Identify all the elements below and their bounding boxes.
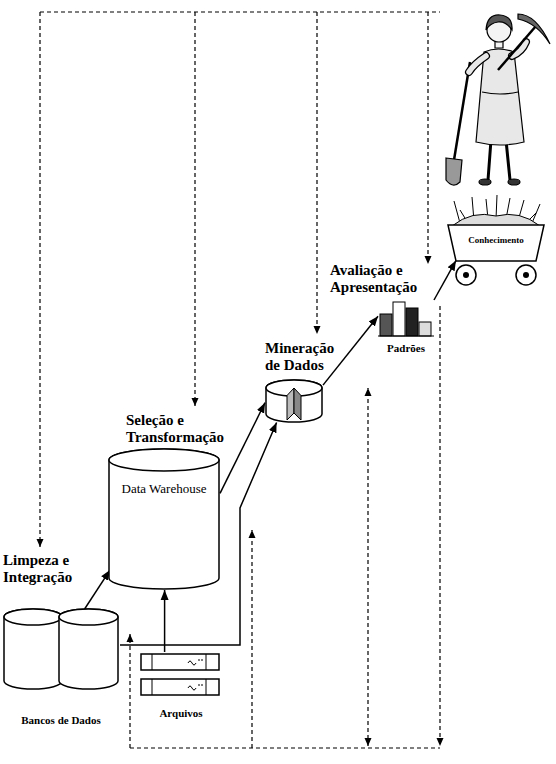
data-warehouse: Data Warehouse <box>108 448 220 590</box>
feedback-arrow <box>251 530 252 748</box>
mining-stage: Mineração de Dados <box>265 340 345 423</box>
feedback-arrow <box>367 388 368 746</box>
feedback-arrow <box>427 12 428 264</box>
shovel-blade <box>446 158 462 185</box>
feedback-arrow <box>316 12 317 334</box>
miner-legs <box>488 140 510 180</box>
database-group: Bancos de Dados <box>2 608 120 727</box>
pattern-bar <box>380 314 392 336</box>
cyl-shape <box>108 448 220 590</box>
mining-slice <box>287 388 294 420</box>
warehouse-cylinder <box>109 449 219 589</box>
node-label: Conhecimento <box>444 235 548 245</box>
file-group: Arquivos <box>140 652 222 720</box>
feedback-arrow <box>39 12 40 547</box>
feedback-arrow <box>129 634 130 748</box>
file-divider <box>152 679 206 695</box>
miner-shoe <box>508 179 520 185</box>
shovel-handle <box>454 62 470 160</box>
mining-slice <box>294 388 301 420</box>
flow-arrow <box>164 590 166 652</box>
knowledge-cart: Conhecimento <box>444 195 548 290</box>
miner-arm-outline <box>469 56 486 72</box>
sparkle-ray <box>454 201 460 223</box>
pattern-chart: Padrões <box>378 300 434 355</box>
feedback-line <box>130 747 440 748</box>
wheel-hub <box>523 272 529 278</box>
node-label: Arquivos <box>140 707 222 720</box>
mining-cylinder <box>266 380 322 422</box>
cart-wheel <box>456 265 476 285</box>
files-shape <box>140 652 222 698</box>
database-cylinder <box>59 609 118 689</box>
file-strip <box>141 679 219 695</box>
pattern-bar <box>419 322 431 336</box>
feedback-lines <box>40 12 440 748</box>
miner-shoe <box>479 179 491 185</box>
miner-figure <box>446 14 550 185</box>
miner-belt <box>482 92 518 94</box>
database-cylinder <box>4 609 62 689</box>
pickaxe-head <box>518 14 550 44</box>
feedback-arrow <box>194 12 195 406</box>
node-label: Data Warehouse <box>108 482 220 497</box>
file-strip <box>141 654 219 670</box>
feedback-line <box>40 11 440 12</box>
chart-baseline <box>378 336 434 337</box>
cart-wheel <box>516 265 536 285</box>
miner-hair <box>486 15 512 30</box>
node-label: Padrões <box>378 342 434 355</box>
file-divider <box>152 654 206 670</box>
node-label: Bancos de Dados <box>2 714 120 727</box>
file-mark <box>188 685 203 690</box>
pattern-bar <box>406 308 418 336</box>
step-label: Limpeza e Integração <box>3 552 91 587</box>
dbs-shape <box>2 608 120 690</box>
database-cylinder-top <box>59 609 118 625</box>
file-mark <box>188 660 203 665</box>
warehouse-cylinder-top <box>109 449 219 471</box>
database-cylinder-top <box>4 609 62 625</box>
miner-arm <box>469 56 486 72</box>
miner-dress <box>476 49 524 145</box>
step-label: Seleção e Transformação <box>126 412 234 447</box>
pattern-bar <box>393 302 405 336</box>
mine-shape <box>265 379 323 423</box>
wheel-hub <box>463 272 469 278</box>
node-label: Mineração de Dados <box>265 340 345 375</box>
bars-shape <box>378 300 434 336</box>
step-label: Avaliação e Apresentação <box>330 262 425 297</box>
flow-arrow <box>434 261 456 300</box>
feedback-arrow <box>439 306 440 746</box>
